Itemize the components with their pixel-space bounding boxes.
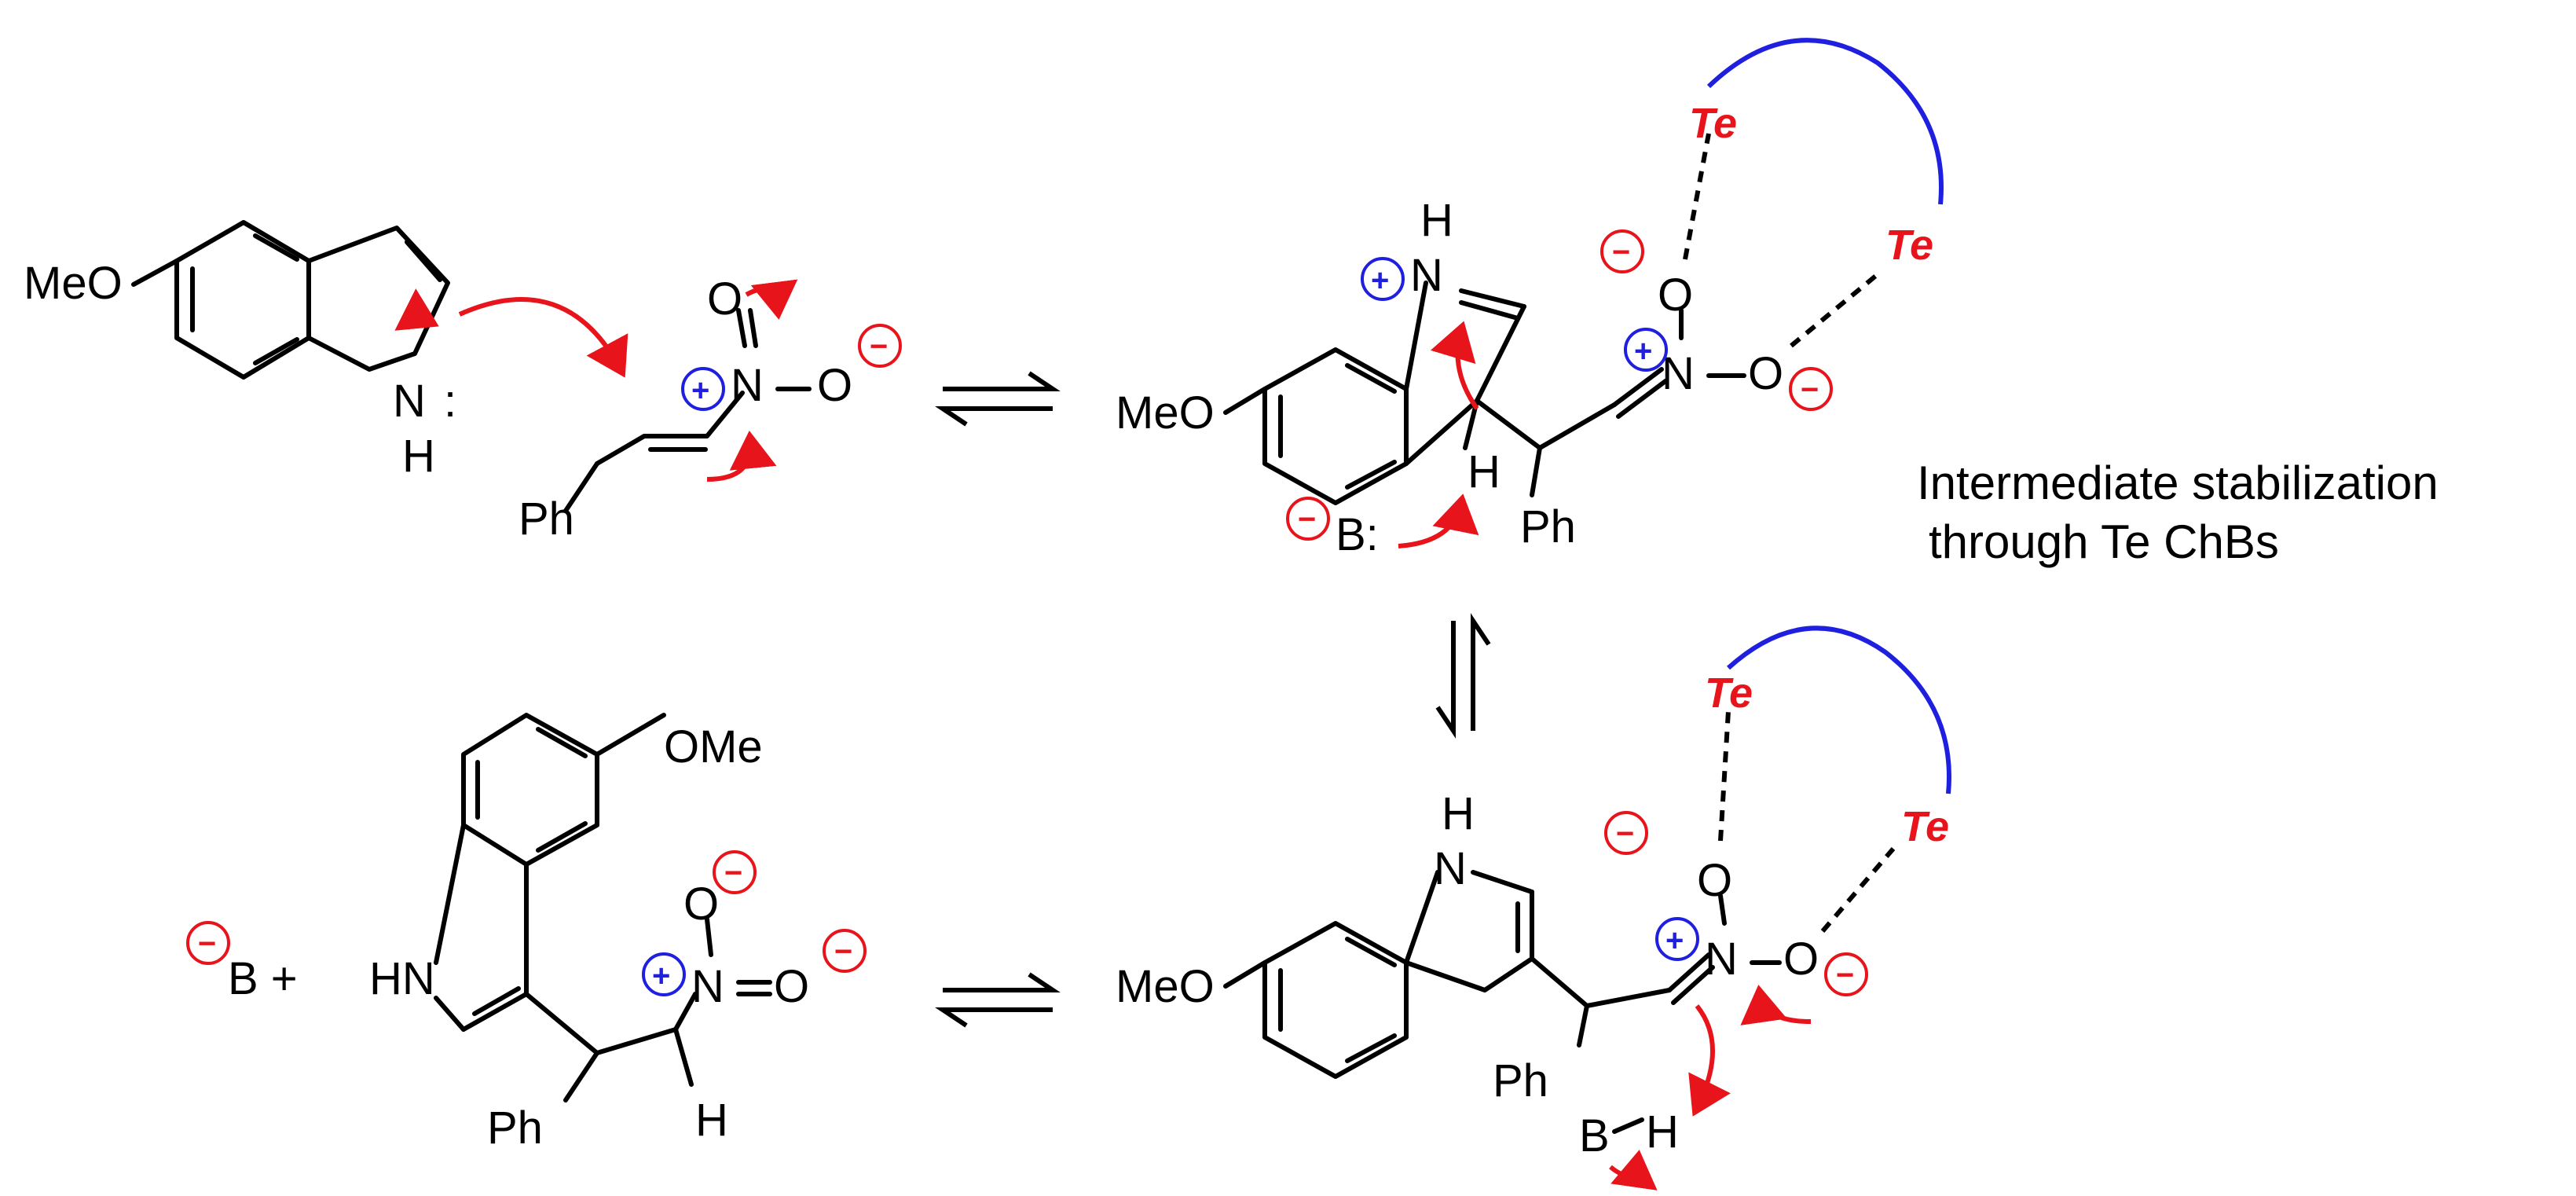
equilibrium-arrow-vertical bbox=[1435, 613, 1491, 739]
svg-text:−: − bbox=[870, 329, 888, 364]
svg-text:−: − bbox=[198, 926, 216, 961]
bh-h-label: H bbox=[1646, 1106, 1679, 1157]
svg-text:+: + bbox=[691, 373, 709, 408]
nitrostyrene-reactant: Ph N + O O − bbox=[518, 273, 902, 545]
meo-label-3: MeO bbox=[1116, 961, 1215, 1012]
nitro-o2-label: O bbox=[817, 360, 852, 411]
product-n-label: N bbox=[691, 961, 724, 1012]
svg-text:+: + bbox=[1665, 923, 1684, 958]
indole-h-label: H bbox=[402, 431, 435, 482]
te-atom-3: Te bbox=[1705, 670, 1753, 717]
stabilization-note: Intermediate stabilization through Te Ch… bbox=[1917, 457, 2439, 568]
nitronate-n-label-4: N bbox=[1705, 934, 1738, 985]
base-anion-label: B + bbox=[228, 953, 298, 1004]
svg-text:−: − bbox=[1836, 958, 1854, 992]
te-atom-2: Te bbox=[1885, 222, 1933, 269]
nitronate-n-label: N bbox=[1662, 348, 1695, 399]
note-line-1: Intermediate stabilization bbox=[1917, 457, 2439, 509]
intermediate-bottom: MeO N H Ph N + O − O − Te Te B H bbox=[1116, 626, 1951, 1190]
phenyl-label-4: Ph bbox=[1493, 1055, 1548, 1106]
product-hn-label: HN bbox=[369, 953, 435, 1004]
methoxy-label: MeO bbox=[24, 258, 123, 309]
alpha-h-label: H bbox=[1468, 446, 1501, 497]
svg-text:+: + bbox=[652, 959, 670, 993]
nitronate-o2-label-4: O bbox=[1783, 934, 1819, 985]
nitronate-o2-label: O bbox=[1748, 348, 1783, 399]
svg-text:+: + bbox=[1371, 263, 1389, 298]
lone-pair-label: : bbox=[444, 376, 456, 427]
product-ph-label: Ph bbox=[487, 1102, 543, 1154]
product-o1-label: O bbox=[683, 879, 719, 930]
product-bottom-left: − B + HN OMe Ph H N + O − O − bbox=[186, 713, 867, 1154]
nitronate-o1-label: O bbox=[1658, 270, 1693, 321]
nitro-n-label: N bbox=[731, 360, 764, 411]
note-line-2: through Te ChBs bbox=[1929, 515, 2279, 568]
intermediate-top: MeO N H + Ph H B: − N + O − O bbox=[1116, 38, 1944, 560]
te-atom-1: Te bbox=[1689, 100, 1737, 147]
svg-text:−: − bbox=[1612, 235, 1630, 270]
nitronate-o1-label-4: O bbox=[1697, 855, 1732, 906]
indole-nh-label: N bbox=[393, 376, 426, 427]
tether-linker-top bbox=[1706, 38, 1944, 205]
tether-linker-bottom bbox=[1726, 626, 1951, 794]
svg-text:−: − bbox=[1298, 502, 1316, 537]
meo-label-2: MeO bbox=[1116, 387, 1215, 438]
product-h-label: H bbox=[695, 1095, 728, 1146]
nitro-o1-label: O bbox=[707, 273, 742, 325]
base-label: B: bbox=[1336, 509, 1379, 560]
svg-text:−: − bbox=[724, 856, 742, 890]
bh-b-label: B bbox=[1579, 1110, 1610, 1161]
iminium-n-label: N bbox=[1410, 250, 1443, 301]
product-o2-label: O bbox=[774, 961, 809, 1012]
te-atom-4: Te bbox=[1901, 803, 1949, 850]
equilibrium-arrow-top bbox=[935, 371, 1061, 427]
phenyl-label-2: Ph bbox=[1520, 501, 1576, 552]
methoxyindole-reactant: MeO N H : bbox=[24, 220, 456, 482]
svg-text:−: − bbox=[834, 934, 852, 969]
iminium-h-label: H bbox=[1420, 195, 1453, 246]
indole-h-label-4: H bbox=[1442, 788, 1475, 839]
svg-text:−: − bbox=[1616, 816, 1634, 851]
svg-text:+: + bbox=[1634, 334, 1652, 369]
svg-text:−: − bbox=[1801, 372, 1819, 407]
attack-arrow bbox=[458, 297, 628, 378]
phenyl-label: Ph bbox=[518, 493, 574, 545]
equilibrium-arrow-bottom bbox=[935, 972, 1061, 1028]
product-ome-label: OMe bbox=[664, 721, 763, 772]
indole-n-label-4: N bbox=[1434, 843, 1467, 894]
